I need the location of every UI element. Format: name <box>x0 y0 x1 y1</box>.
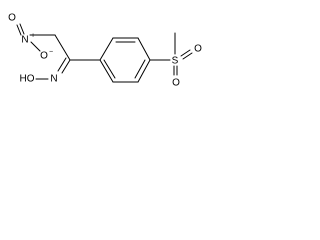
ring-bond-3 <box>137 37 151 61</box>
atom-ho-oxime: HO <box>20 74 35 85</box>
structure-canvas: O N + O − HO N S O O <box>0 0 225 106</box>
bond-nitro-n-o-double-b <box>19 23 25 35</box>
ring-double-inner-3 <box>103 59 116 79</box>
atom-o-nitro-anionic: O <box>40 51 48 62</box>
atom-o-nitro-terminal: O <box>8 13 16 24</box>
molecule-diagram: O N + O − HO N S O O <box>8 13 202 89</box>
ring-double-inner-2 <box>134 59 146 79</box>
bond-c-n-double-b <box>57 57 67 72</box>
atom-n-nitro: N <box>21 35 28 46</box>
atom-n-oxime: N <box>50 74 57 85</box>
atom-o-sulfonyl-lower: O <box>172 78 180 89</box>
atom-s-sulfonyl: S <box>172 56 179 67</box>
bond-nitro-n-o-double-a <box>16 24 22 36</box>
bond-ch2-c <box>54 34 71 61</box>
bond-s-o-upper-b <box>182 52 193 60</box>
bond-nitro-n-o-single <box>30 41 41 52</box>
ring-bond-6 <box>99 59 114 83</box>
atom-o-sulfonyl-upper: O <box>194 44 202 55</box>
bond-c-n-double-a <box>61 59 71 74</box>
charge-minus: − <box>49 49 53 56</box>
ring-bond-1 <box>99 37 114 61</box>
charge-plus: + <box>31 33 35 40</box>
bond-s-o-upper-a <box>180 49 191 57</box>
ring-bond-4 <box>137 59 151 83</box>
